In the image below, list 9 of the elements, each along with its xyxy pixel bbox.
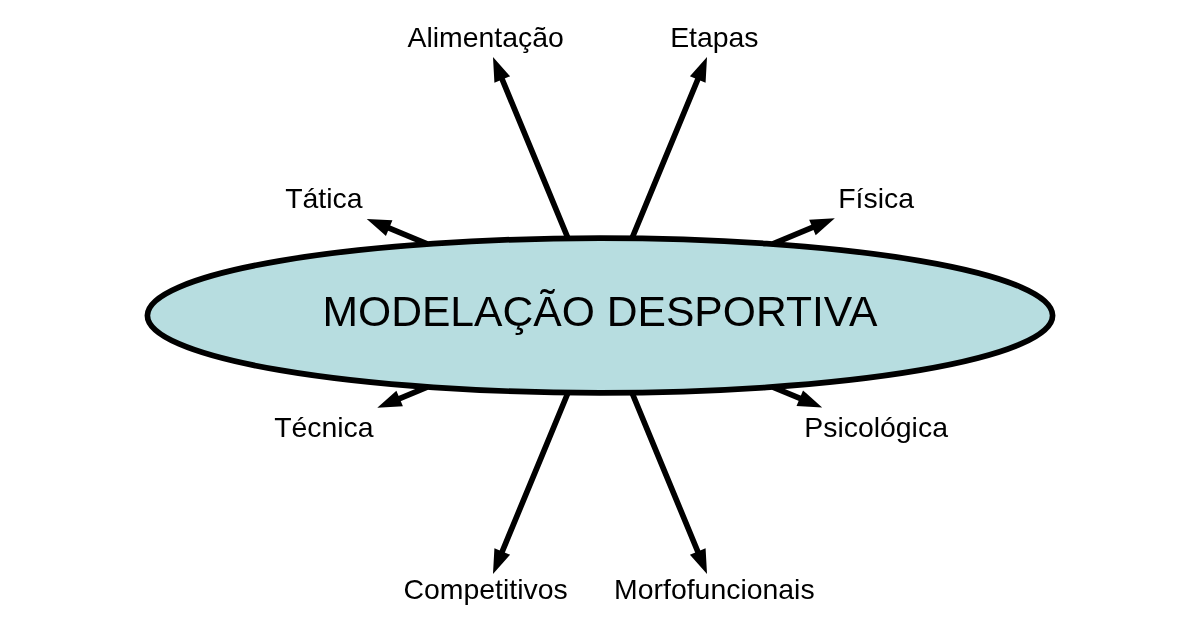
node-text: Tática	[284, 182, 363, 215]
node-text: Alimentação	[406, 20, 564, 53]
node-text: Técnica	[273, 410, 374, 443]
node-text: Psicológica	[803, 410, 948, 443]
node-text: Morfofuncionais	[613, 572, 815, 605]
node-ellipse: MODELAÇÃO DESPORTIVA	[144, 235, 1055, 396]
node-text: Competitivos	[403, 572, 568, 605]
node-text: Etapas	[669, 20, 759, 53]
node-text: Física	[837, 182, 914, 215]
